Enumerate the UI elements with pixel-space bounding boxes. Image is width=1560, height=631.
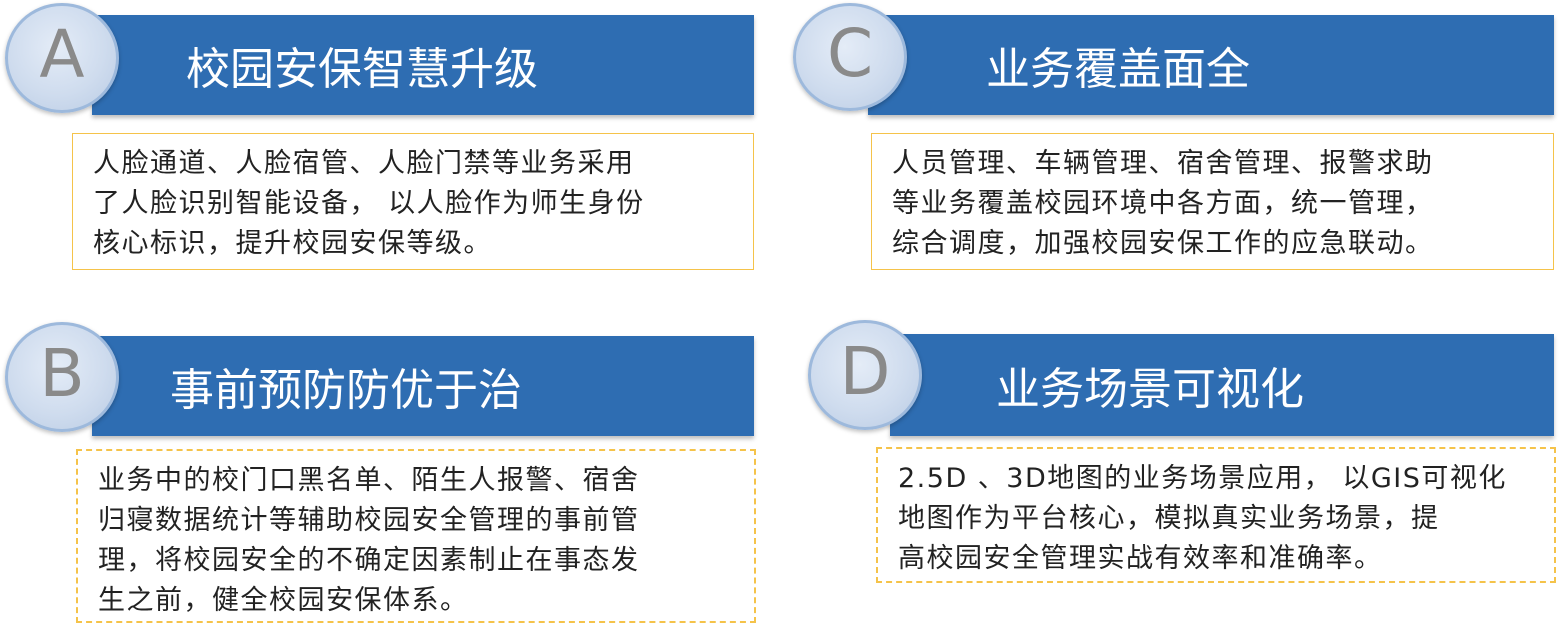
card-b-line: 业务中的校门口黑名单、陌生人报警、宿舍 — [98, 465, 640, 496]
card-b-badge: B — [5, 322, 119, 432]
card-d-description: 2.5D 、3D地图的业务场景应用， 以GIS可视化 地图作为平台核心，模拟真实… — [876, 447, 1556, 583]
card-b-title: 事前预防防优于治 — [170, 365, 522, 416]
card-d-line: 高校园安全管理实战有效率和准确率。 — [898, 543, 1383, 574]
card-a-title: 校园安保智慧升级 — [186, 44, 538, 95]
card-a-title-bar: 校园安保智慧升级 — [92, 15, 754, 115]
card-a-badge: A — [5, 3, 119, 113]
card-b-line: 归寝数据统计等辅助校园安全管理的事前管 — [98, 505, 640, 536]
card-b-line: 生之前，健全校园安保体系。 — [98, 585, 469, 616]
card-c-letter: C — [826, 15, 874, 92]
card-a-description: 人脸通道、人脸宿管、人脸门禁等业务采用 了人脸识别智能设备， 以人脸作为师生身份… — [72, 133, 754, 270]
card-c-description: 人员管理、车辆管理、宿舍管理、报警求助 等业务覆盖校园环境中各方面，统一管理， … — [871, 133, 1554, 270]
card-b-letter: B — [39, 335, 85, 412]
card-b-line: 理，将校园安全的不确定因素制止在事态发 — [98, 545, 640, 576]
card-c-title-bar: 业务覆盖面全 — [868, 15, 1554, 115]
card-d-title-bar: 业务场景可视化 — [890, 334, 1554, 436]
card-a-line: 核心标识，提升校园安保等级。 — [93, 228, 492, 259]
card-b-description: 业务中的校门口黑名单、陌生人报警、宿舍 归寝数据统计等辅助校园安全管理的事前管 … — [76, 449, 756, 623]
card-a-line: 了人脸识别智能设备， 以人脸作为师生身份 — [93, 188, 645, 219]
card-a-letter: A — [39, 16, 85, 93]
card-d-title: 业务场景可视化 — [996, 364, 1304, 415]
card-d-badge: D — [808, 320, 922, 430]
card-c-title: 业务覆盖面全 — [986, 44, 1250, 95]
card-c-badge: C — [793, 3, 907, 111]
card-d-letter: D — [839, 333, 891, 410]
card-c-line: 等业务覆盖校园环境中各方面，统一管理， — [892, 188, 1434, 219]
card-d-line: 地图作为平台核心，模拟真实业务场景，提 — [898, 503, 1440, 534]
card-a-line: 人脸通道、人脸宿管、人脸门禁等业务采用 — [93, 148, 635, 179]
card-c-line: 综合调度，加强校园安保工作的应急联动。 — [892, 228, 1434, 259]
card-b-title-bar: 事前预防防优于治 — [92, 336, 754, 436]
card-c-line: 人员管理、车辆管理、宿舍管理、报警求助 — [892, 148, 1434, 179]
card-d-line: 2.5D 、3D地图的业务场景应用， 以GIS可视化 — [898, 463, 1507, 494]
